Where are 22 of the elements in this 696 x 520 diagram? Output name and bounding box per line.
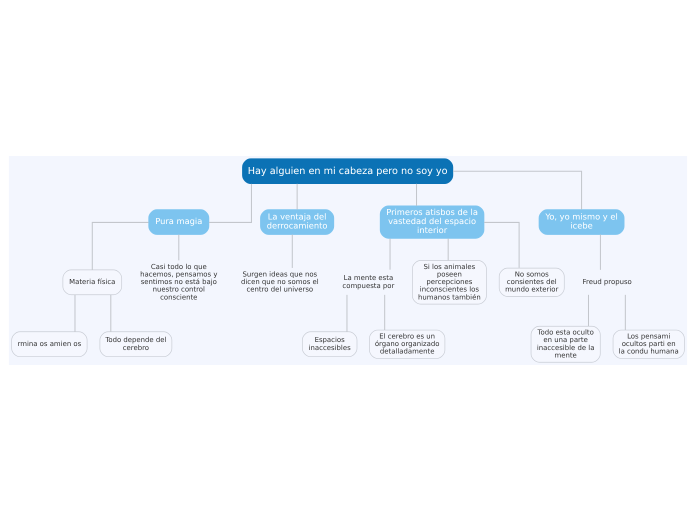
connector: [110, 294, 112, 332]
connector: [208, 183, 252, 222]
node-box: Yo, yo mismo y el icebe: [538, 208, 624, 234]
node-box: Hay alguien en mi cabeza pero no soy yo: [242, 158, 454, 184]
node-box: La ventaja del derrocamiento: [260, 208, 334, 234]
connector: [178, 234, 180, 260]
connector: [384, 294, 386, 330]
connector: [452, 170, 582, 210]
connector: [92, 221, 149, 270]
connector: [448, 238, 449, 260]
connector: [600, 234, 601, 270]
connector: [296, 183, 298, 209]
connector: [390, 238, 391, 270]
connector: [292, 234, 293, 268]
connector: [74, 294, 76, 332]
node-box: Pura magia: [148, 208, 210, 234]
connector: [416, 183, 418, 206]
connector: [588, 294, 589, 326]
connector: [346, 294, 348, 332]
node-box: Primeros atisbos de la vastedad del espacio interior: [380, 204, 484, 238]
connector: [484, 221, 520, 268]
connector: [624, 294, 626, 330]
